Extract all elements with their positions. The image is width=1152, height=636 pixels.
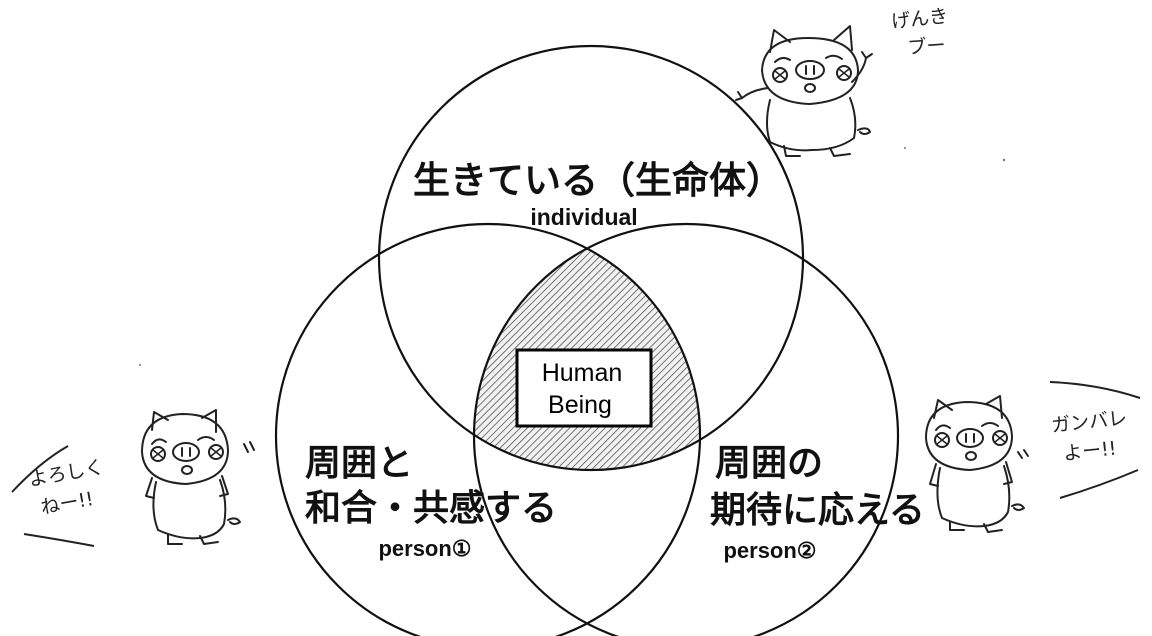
left-speech-line1: よろしく [27,456,106,491]
right-circle-label-jp-line1: 周囲の [715,443,823,484]
pig-character-top-right [735,25,873,157]
center-box [515,348,653,428]
speck [1002,158,1006,162]
right-speech-stroke-top [1049,381,1141,399]
right-speech-stroke-bottom [1059,469,1139,499]
left-circle-label-jp-line1: 周囲と [305,443,413,484]
left-speech-line2: ねー!! [39,488,95,519]
pig-character-right [925,395,1029,533]
center-label-line2: Being [548,391,612,419]
right-speech-line1: ガンバレ [1050,407,1128,437]
left-circle-label-en: person① [378,536,471,561]
top-circle-label-jp: 生きている（生命体） [413,159,783,202]
top-right-speech-line2: ブー [907,33,947,59]
top-right-speech-line1: げんき [890,5,949,33]
left-speech-stroke-top [11,445,69,493]
speck [904,147,906,149]
left-circle-label-jp-line2: 和合・共感する [305,488,557,529]
speck [139,364,141,366]
left-circle [274,222,702,636]
right-circle-label-jp-line2: 期待に応える [710,490,925,531]
pig-character-left [141,409,255,545]
center-label-line1: Human [542,359,623,387]
left-speech-stroke-bottom [23,533,95,547]
intersection-shading [474,224,700,470]
right-speech-line2: よー!! [1062,438,1117,465]
right-circle-label-en: person② [723,538,816,563]
top-circle-label-en: individual [530,204,637,230]
right-circle [472,222,900,636]
